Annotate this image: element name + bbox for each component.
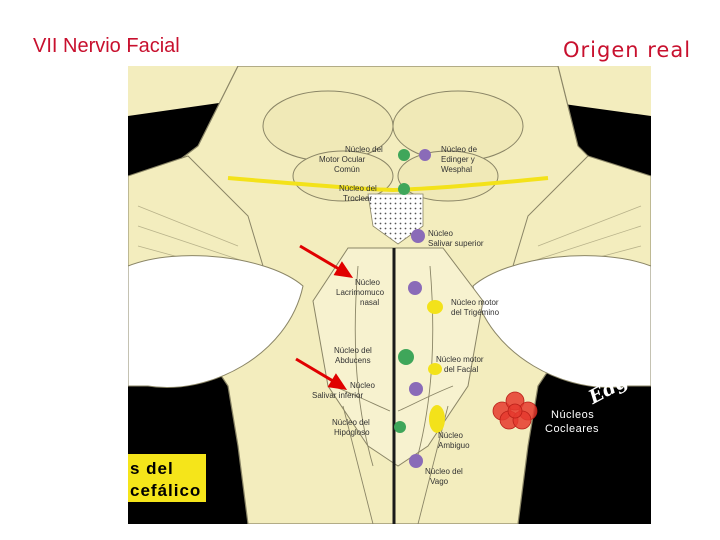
arrow-salivar-inferior: [295, 357, 348, 390]
nucleus-cocleares: [492, 391, 538, 430]
label-motor-trigemino: Núcleo motor del Trigémino: [451, 298, 501, 317]
yellow-label-box: [128, 454, 206, 502]
label-salivar-inferior: Núcleo Salivar inferior: [312, 381, 377, 400]
nucleus-motor-trigemino: [427, 300, 443, 314]
slide-subtitle: Origen real: [563, 38, 692, 62]
nucleus-salivar-inferior: [409, 382, 423, 396]
label-ambiguo: Núcleo Ambiguo: [438, 431, 470, 450]
nucleus-hipogloso: [394, 421, 406, 433]
nucleus-motor-facial: [428, 363, 442, 375]
arrow-lacrimomuconasal: [299, 244, 354, 278]
nucleus-edinger: [419, 149, 431, 161]
nucleus-salivar-superior: [411, 229, 425, 243]
yellow-band: [227, 176, 549, 193]
nucleus-troclear: [398, 183, 410, 195]
nucleus-motor-ocular: [398, 149, 410, 161]
label-motor-ocular: Núcleo del Motor Ocular Común: [319, 145, 385, 174]
slide-title: VII Nervio Facial: [33, 35, 180, 57]
label-motor-facial: Núcleo motor del Facial: [436, 355, 486, 374]
yellow-box-text: s del cefálico: [130, 459, 201, 500]
label-cocleares: Núcleos Cocleares: [545, 409, 599, 435]
label-salivar-superior: Núcleo Salivar superior: [428, 229, 484, 248]
label-hipogloso: Núcleo del Hipogloso: [332, 418, 372, 437]
nucleus-lacrimomuconasal: [408, 281, 422, 295]
nucleus-abducens: [398, 349, 414, 365]
nucleus-vago: [409, 454, 423, 468]
label-troclear: Núcleo del Troclear: [339, 184, 379, 203]
label-vago: Núcleo del Vago: [425, 467, 465, 486]
label-lacrimomuconasal: Núcleo Lacrimomuco nasal: [336, 278, 386, 307]
label-edinger: Núcleo de Edinger y Wesphal: [441, 145, 479, 174]
left-cut-oval: [128, 255, 304, 388]
nucleus-ambiguo: [429, 405, 445, 433]
dotted-region: [367, 193, 424, 245]
brainstem-diagram: Núcleo del Motor Ocular Común Núcleo de …: [128, 66, 651, 524]
label-abducens: Núcleo del Abducens: [334, 346, 374, 365]
